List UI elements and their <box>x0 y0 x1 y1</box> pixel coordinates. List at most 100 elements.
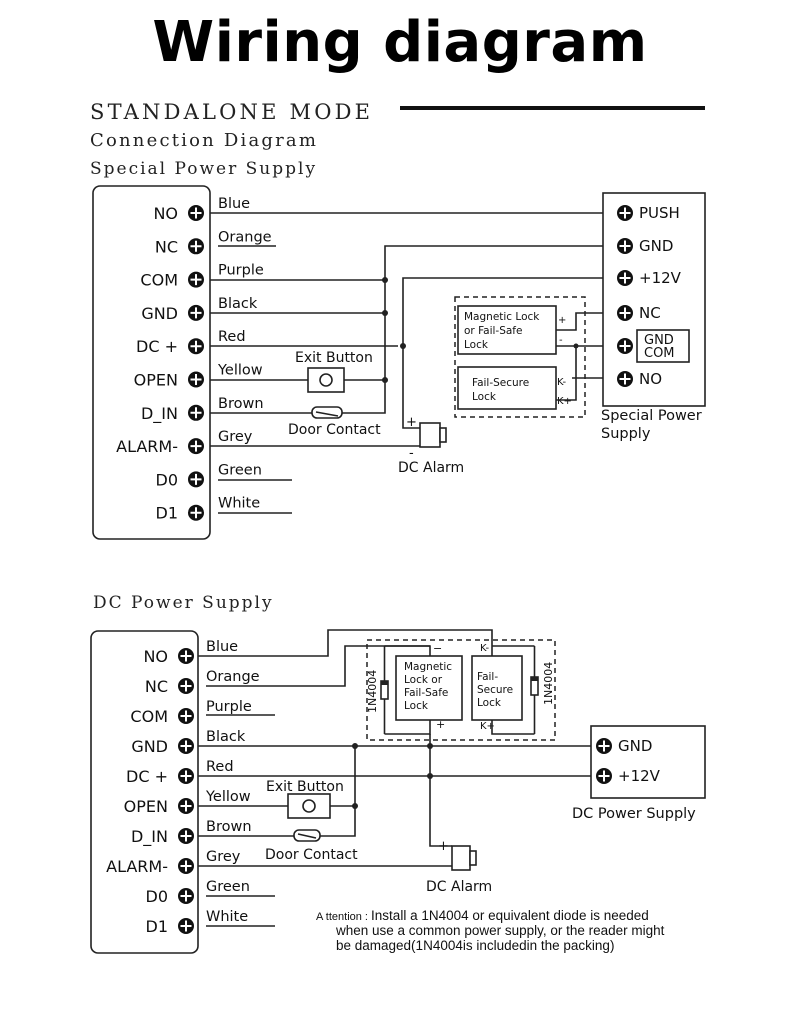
wire-color-label: Black <box>218 296 258 312</box>
screw-terminal-icon <box>617 338 633 354</box>
exit-button-label-1: Exit Button <box>295 350 373 366</box>
wire-color-label: Orange <box>218 229 272 245</box>
terminal-label: D_IN <box>131 827 168 847</box>
svg-text:+: + <box>438 839 449 854</box>
svg-text:GND: GND <box>644 333 674 348</box>
svg-text:Lock: Lock <box>464 339 489 351</box>
psu-terminal-label: GND <box>618 737 652 755</box>
door-contact-label-1: Door Contact <box>288 422 381 438</box>
diode-label-right: 1N4004 <box>542 662 555 705</box>
wire-color-label: Black <box>206 729 246 745</box>
svg-text:Secure: Secure <box>477 684 513 696</box>
wire-color-label: Yellow <box>217 363 263 379</box>
lock-group-2 <box>366 639 556 741</box>
screw-terminal-icon <box>617 238 633 254</box>
wire-color-label: Purple <box>206 699 252 715</box>
svg-text:Magnetic Lock: Magnetic Lock <box>464 311 540 323</box>
wire-color-label: White <box>218 496 260 512</box>
terminal-label: GND <box>141 304 178 323</box>
screw-terminal-icon <box>188 471 204 488</box>
screw-terminal-icon <box>178 678 194 694</box>
psu-terminal-label: NO <box>639 370 662 388</box>
svg-text:+: + <box>436 718 445 731</box>
dc-psu-label: DC Power Supply <box>572 806 696 822</box>
page-title: Wiring diagram <box>152 10 648 75</box>
svg-text:Lock: Lock <box>404 700 429 712</box>
svg-text:Lock: Lock <box>472 391 497 403</box>
svg-text:-: - <box>559 335 563 346</box>
attention-note-line-1: A ttention : Install a 1N4004 or equival… <box>316 908 649 923</box>
screw-terminal-icon <box>596 738 612 754</box>
screw-terminal-icon <box>178 888 194 904</box>
svg-text:+: + <box>406 415 417 430</box>
terminal-label: NC <box>155 237 178 256</box>
wire-color-label: Brown <box>218 396 264 412</box>
wire-color-label: Grey <box>218 429 253 445</box>
exit-button-label-2: Exit Button <box>266 779 344 795</box>
diode-label-left: 1N4004 <box>366 670 379 713</box>
wire-color-label: Red <box>206 759 234 775</box>
svg-text:Magnetic: Magnetic <box>404 661 452 673</box>
terminal-label: OPEN <box>134 371 178 390</box>
screw-terminal-icon <box>617 371 633 387</box>
alarm-icon <box>419 422 441 448</box>
wire-color-label: Green <box>206 879 250 895</box>
psu-terminal-label: +12V <box>618 767 661 785</box>
screw-terminal-icon <box>617 305 633 321</box>
screw-terminal-icon <box>617 270 633 286</box>
svg-text:Lock or: Lock or <box>404 674 443 686</box>
svg-text:+: + <box>558 315 566 326</box>
screw-terminal-icon <box>188 304 204 321</box>
screw-terminal-icon <box>188 404 204 421</box>
screw-terminal-icon <box>188 238 204 255</box>
terminal-label: NC <box>145 677 168 696</box>
push-button-icon <box>302 799 316 813</box>
push-button-icon <box>319 373 333 387</box>
svg-text:Fail-Safe: Fail-Safe <box>404 687 448 699</box>
svg-text:COM: COM <box>644 346 675 361</box>
svg-text:Lock: Lock <box>477 697 502 709</box>
screw-terminal-icon <box>617 205 633 221</box>
title-rule <box>400 106 705 110</box>
psu-terminal-label: PUSH <box>639 204 680 222</box>
svg-text:Fail-: Fail- <box>477 671 498 683</box>
wire-color-label: Purple <box>218 263 264 279</box>
svg-text:Supply: Supply <box>601 426 651 442</box>
screw-terminal-icon <box>178 918 194 934</box>
terminal-label: D_IN <box>141 404 178 424</box>
screw-terminal-icon <box>188 438 204 455</box>
terminal-label: DC + <box>136 337 178 356</box>
section1-heading: Special Power Supply <box>90 159 317 179</box>
lock-group-1 <box>454 296 586 418</box>
terminal-label: GND <box>131 737 168 756</box>
reader-box-2 <box>90 630 199 954</box>
screw-terminal-icon <box>178 858 194 874</box>
terminal-label: D1 <box>156 504 179 523</box>
connection-heading: Connection Diagram <box>90 130 318 151</box>
wire-color-label: White <box>206 909 248 925</box>
terminal-label: D1 <box>146 917 169 936</box>
screw-terminal-icon <box>596 768 612 784</box>
wire-color-label: Brown <box>206 819 252 835</box>
svg-text:K-: K- <box>557 377 567 388</box>
svg-text:−: − <box>433 642 442 655</box>
wire-color-label: Grey <box>206 849 241 865</box>
screw-terminal-icon <box>188 205 204 221</box>
screw-terminal-icon <box>178 828 194 844</box>
terminal-label: ALARM- <box>106 857 168 876</box>
wire-color-label: Orange <box>206 669 260 685</box>
terminal-label: D0 <box>146 887 169 906</box>
terminal-label: ALARM- <box>116 437 178 456</box>
mag-lock-box-2 <box>395 655 463 721</box>
screw-terminal-icon <box>178 708 194 724</box>
wire-color-label: Yellow <box>205 789 251 805</box>
screw-terminal-icon <box>178 738 194 754</box>
terminal-label: NO <box>143 647 168 666</box>
svg-text:K+: K+ <box>557 396 572 407</box>
dc-alarm-label-1: DC Alarm <box>398 460 464 476</box>
svg-text:or Fail-Safe: or Fail-Safe <box>464 325 522 337</box>
psu-terminal-label: GND <box>639 237 673 255</box>
